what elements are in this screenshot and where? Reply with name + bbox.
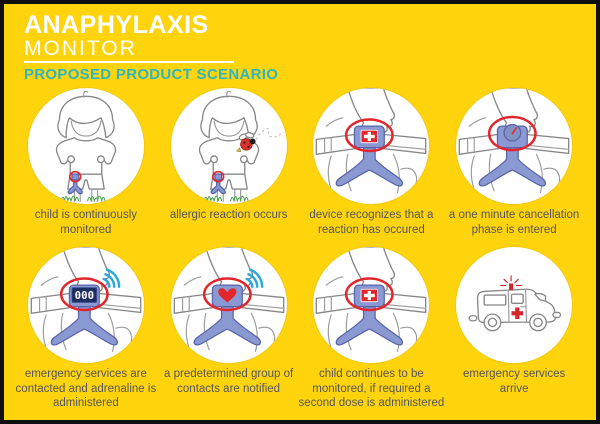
contacts-notified-illustration: [171, 247, 287, 363]
child-monitored-illustration: [28, 88, 144, 204]
step-3-caption: device recognizes that a reaction has oc…: [309, 209, 434, 236]
step-6-cell: a predetermined group of contacts are no…: [160, 247, 298, 410]
step-4-illustration: [456, 88, 573, 205]
cancellation-timer-illustration: [456, 88, 572, 204]
emergency-number-display: 000: [71, 287, 98, 303]
second-dose-illustration: [313, 247, 429, 363]
step-7-illustration: [313, 247, 430, 364]
red-highlight-ring: [345, 118, 395, 153]
screen-text: 000: [74, 289, 93, 302]
step-1-cell: child is continuously monitored: [17, 88, 155, 237]
step-5-cell: 000 emergency services are contacted and…: [16, 247, 156, 410]
step-7-cell: child continues to be monitored, if requ…: [299, 247, 444, 410]
red-highlight-ring: [59, 277, 109, 312]
step-2-cell: allergic reaction occurs: [160, 88, 298, 237]
title-underline: [24, 61, 234, 64]
step-8-illustration: [456, 247, 573, 364]
step-3-illustration: [313, 88, 430, 205]
tagline: PROPOSED PRODUCT SCENARIO: [24, 66, 279, 84]
step-2-caption: allergic reaction occurs: [169, 209, 288, 222]
device-alert-illustration: [313, 88, 429, 204]
timer-clock-icon: [503, 123, 522, 142]
red-highlight-ring: [345, 277, 395, 312]
page-subtitle: MONITOR: [24, 37, 137, 60]
medical-cross-icon: [361, 288, 379, 303]
bee-icon: [235, 128, 283, 153]
red-highlight-ring: [202, 277, 252, 312]
step-8-cell: emergency services arrive: [445, 247, 583, 410]
step-6-caption: a predetermined group of contacts are no…: [164, 368, 294, 395]
allergic-reaction-illustration: [171, 88, 283, 204]
header: ANAPHYLAXIS MONITOR PROPOSED PRODUCT SCE…: [4, 4, 596, 83]
step-4-cell: a one minute cancellation phase is enter…: [445, 88, 583, 237]
ambulance-illustration: [456, 247, 572, 363]
red-highlight-ring: [488, 115, 537, 152]
step-8-caption: emergency services arrive: [462, 368, 566, 395]
emergency-contact-illustration: 000: [28, 247, 144, 363]
step-6-illustration: [170, 247, 287, 364]
step-5-illustration: 000: [27, 247, 144, 364]
step-1-illustration: [27, 88, 144, 205]
step-4-caption: a one minute cancellation phase is enter…: [448, 209, 580, 236]
page-title: ANAPHYLAXIS: [24, 11, 209, 39]
step-2-illustration: [170, 88, 287, 205]
medical-cross-icon: [361, 129, 379, 144]
step-1-caption: child is continuously monitored: [34, 209, 138, 236]
heart-icon: [217, 288, 237, 303]
step-5-caption: emergency services are contacted and adr…: [15, 368, 157, 409]
scenario-grid: child is continuously monitored: [4, 88, 596, 410]
step-3-cell: device recognizes that a reaction has oc…: [303, 88, 441, 237]
step-7-caption: child continues to be monitored, if requ…: [298, 368, 445, 409]
